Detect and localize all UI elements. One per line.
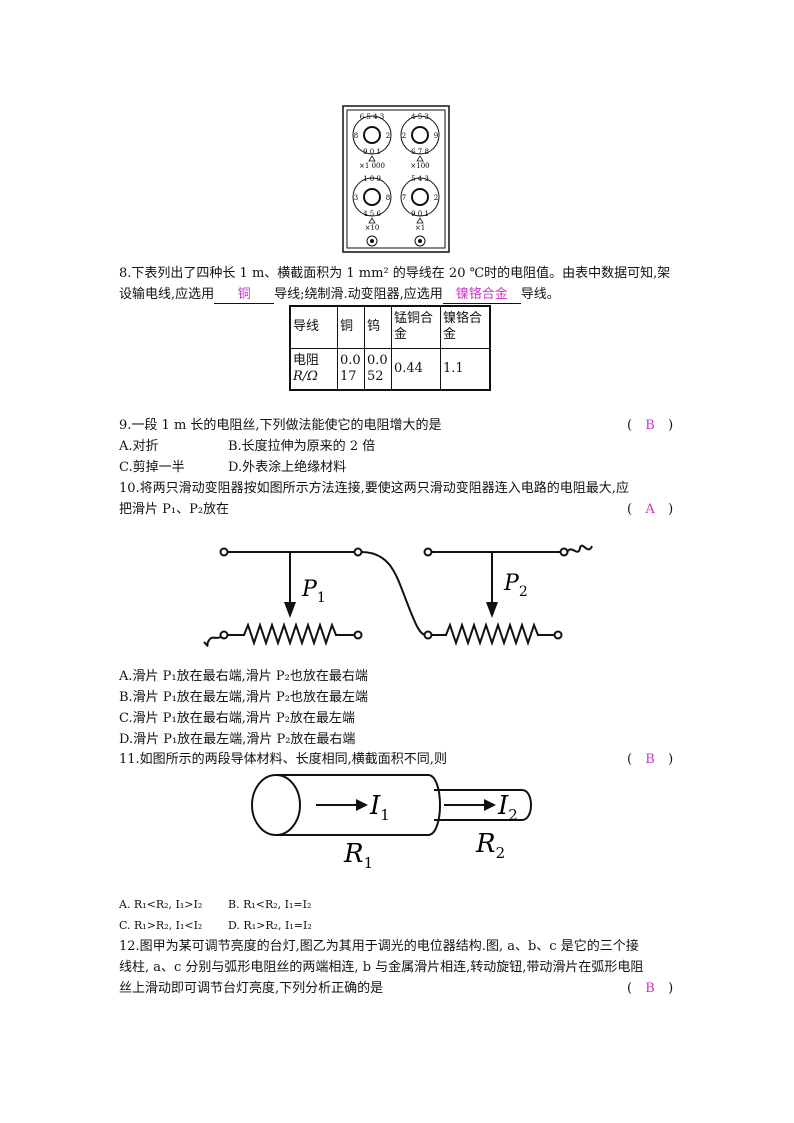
svg-text:5 4 3: 5 4 3 bbox=[411, 175, 429, 183]
svg-text:8: 8 bbox=[354, 132, 358, 140]
svg-text:2: 2 bbox=[386, 132, 390, 140]
current-arrow-1 bbox=[356, 799, 368, 811]
q8-answer-2: 镍铬合金 bbox=[442, 287, 521, 304]
q8-stem-line-1: 8.下表列出了四种长 1 m、横截面积为 1 mm² 的导线在 20 ℃时的电阻… bbox=[119, 266, 671, 281]
svg-text:9 0 1: 9 0 1 bbox=[363, 148, 381, 156]
svg-text:2: 2 bbox=[434, 194, 438, 202]
dial-label: ×1 000 bbox=[359, 162, 385, 170]
terminal-right bbox=[414, 235, 426, 247]
svg-text:9 0 1: 9 0 1 bbox=[411, 210, 429, 218]
slider-p1-arrow bbox=[284, 602, 296, 618]
label-r1: R1 bbox=[343, 839, 373, 872]
q8-text: 设输电线,应选用 bbox=[119, 287, 215, 302]
current-arrow-2 bbox=[484, 799, 496, 811]
q8-answer-1: 铜 bbox=[214, 287, 275, 304]
q12-answer-paren: (B) bbox=[627, 979, 673, 999]
q12-stem-line-1: 12.图甲为某可调节亮度的台灯,图乙为其用于调光的电位器结构.图, a、b、c … bbox=[119, 939, 639, 954]
slider-p2-arrow bbox=[486, 602, 498, 618]
q8-stem-line-2: 设输电线,应选用铜导线;绕制滑.动变阻器,应选用镍铬合金导线。 bbox=[119, 285, 560, 305]
terminal-left bbox=[366, 235, 378, 247]
q10-option-a: A.滑片 P₁放在最右端,滑片 P₂也放在最右端 bbox=[119, 669, 368, 684]
q8-text: 导线。 bbox=[520, 287, 560, 302]
resistance-box-figure: 6 5 4 3 8 2 9 0 1 ×1 000 4 5 3 2 9 6 7 8… bbox=[342, 105, 450, 253]
dial-x10: 1 0 9 3 8 4 5 6 ×10 bbox=[352, 175, 392, 232]
q9-stem: 9.一段 1 m 长的电阻丝,下列做法能使它的电阻增大的是 bbox=[119, 418, 442, 433]
label-p2: P2 bbox=[503, 571, 528, 600]
label-r2: R2 bbox=[475, 829, 505, 862]
q9-answer: B bbox=[645, 418, 655, 433]
table-header-cell: 镍铬合金 bbox=[440, 305, 491, 349]
table-header-cell: 锰铜合金 bbox=[391, 305, 441, 349]
table-cell: 0.052 bbox=[364, 347, 392, 391]
q10-stem-line-2: 把滑片 P₁、P₂放在 bbox=[119, 502, 230, 517]
q9-option-a: A.对折 bbox=[119, 439, 159, 454]
q12-stem-line-2: 线柱, a、c 分别与弧形电阻丝的两端相连, b 与金属滑片相连,转动旋钮,带动… bbox=[119, 960, 644, 975]
dial-label: ×10 bbox=[365, 224, 380, 232]
dial-x1000: 6 5 4 3 8 2 9 0 1 ×1 000 bbox=[352, 113, 392, 170]
svg-text:3: 3 bbox=[354, 194, 358, 202]
rheostat-circuit-figure: P1 P2 bbox=[203, 544, 593, 647]
q10-option-c: C.滑片 P₁放在最右端,滑片 P₂放在最左端 bbox=[119, 711, 355, 726]
table-cell: 0.44 bbox=[391, 347, 441, 391]
dial-x100: 4 5 3 2 9 6 7 8 ×100 bbox=[400, 113, 440, 170]
q12-answer: B bbox=[645, 981, 655, 996]
table-header-cell: 钨 bbox=[364, 305, 392, 349]
svg-text:9: 9 bbox=[434, 132, 438, 140]
q11-option-c: C. R₁>R₂, I₁<I₂ bbox=[119, 919, 203, 932]
svg-text:4 5 6: 4 5 6 bbox=[363, 210, 381, 218]
q10-answer-paren: (A) bbox=[627, 500, 673, 520]
q9-option-b: B.长度拉伸为原来的 2 倍 bbox=[228, 439, 376, 454]
svg-text:2: 2 bbox=[402, 132, 406, 140]
svg-text:4 5 3: 4 5 3 bbox=[411, 113, 429, 121]
label-p1: P1 bbox=[301, 577, 326, 606]
q8-text: 导线;绕制滑.动变阻器,应选用 bbox=[274, 287, 443, 302]
resistance-table: 导线 铜 钨 锰铜合金 镍铬合金 电阻 R/Ω 0.017 0.052 0.44… bbox=[289, 305, 491, 391]
svg-text:6 5 4 3: 6 5 4 3 bbox=[360, 113, 385, 121]
dial-label: ×100 bbox=[410, 162, 429, 170]
q10-stem-line-1: 10.将两只滑动变阻器按如图所示方法连接,要使这两只滑动变阻器连入电路的电阻最大… bbox=[119, 481, 629, 496]
q11-option-a: A. R₁<R₂, I₁>I₂ bbox=[119, 898, 203, 911]
table-row-label: 电阻 R/Ω bbox=[289, 347, 338, 391]
q11-option-d: D. R₁>R₂, I₁=I₂ bbox=[228, 919, 312, 932]
svg-text:1 0 9: 1 0 9 bbox=[363, 175, 381, 183]
q10-answer: A bbox=[645, 502, 655, 517]
table-cell: 0.017 bbox=[337, 347, 365, 391]
q9-answer-paren: (B) bbox=[627, 416, 673, 436]
dial-label: ×1 bbox=[415, 224, 425, 232]
q12-stem-line-3: 丝上滑动即可调节台灯亮度,下列分析正确的是 bbox=[119, 981, 384, 996]
q10-option-d: D.滑片 P₁放在最左端,滑片 P₂放在最右端 bbox=[119, 732, 356, 747]
table-header-cell: 导线 bbox=[289, 305, 338, 349]
dial-x1: 5 4 3 7 2 9 0 1 ×1 bbox=[400, 175, 440, 232]
q11-answer: B bbox=[645, 752, 655, 767]
q11-answer-paren: (B) bbox=[627, 750, 673, 770]
svg-text:6 7 8: 6 7 8 bbox=[411, 148, 429, 156]
svg-text:8: 8 bbox=[386, 194, 390, 202]
table-cell: 1.1 bbox=[440, 347, 491, 391]
q11-stem: 11.如图所示的两段导体材料、长度相同,横截面积不同,则 bbox=[119, 752, 447, 767]
q9-option-d: D.外表涂上绝缘材料 bbox=[228, 460, 347, 475]
table-header-cell: 铜 bbox=[337, 305, 365, 349]
svg-text:7: 7 bbox=[402, 194, 406, 202]
q9-option-c: C.剪掉一半 bbox=[119, 460, 185, 475]
q11-option-b: B. R₁<R₂, I₁=I₂ bbox=[228, 898, 312, 911]
label-i2: I2 bbox=[497, 791, 518, 824]
q10-option-b: B.滑片 P₁放在最左端,滑片 P₂也放在最左端 bbox=[119, 690, 368, 705]
label-i1: I1 bbox=[369, 791, 390, 824]
conductor-figure: I1 I2 R1 R2 bbox=[251, 774, 532, 872]
